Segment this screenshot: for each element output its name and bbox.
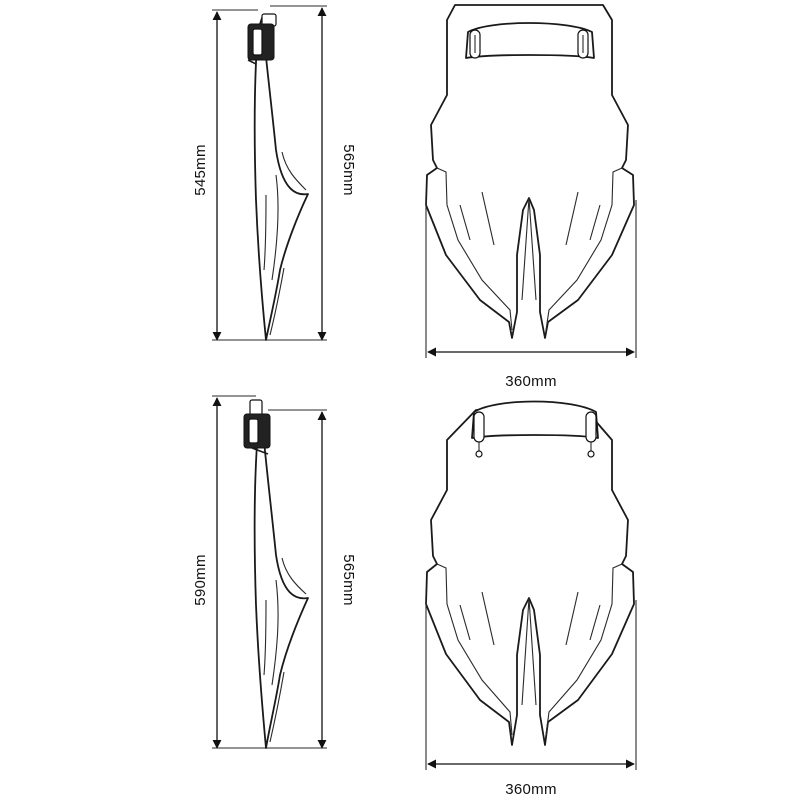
bottom-front-screen-outline	[425, 409, 635, 746]
bottom-front-deflector	[471, 400, 599, 439]
top-side-screen-profile	[253, 17, 309, 341]
bottom-front-inner-outline-left	[436, 563, 513, 736]
bottom-front-center-line-left	[521, 597, 530, 706]
bottom-front-vent-left-2	[459, 604, 471, 641]
top-front-inner-outline-left	[436, 167, 513, 331]
top-front-width-label: 360mm	[505, 373, 557, 390]
bottom-front-view: 360mm	[425, 400, 637, 798]
bottom-side-view: 590mm 565mm	[192, 395, 357, 749]
bottom-front-deflector-slot-left-icon	[473, 411, 485, 443]
bottom-front-vent-right-1	[565, 591, 579, 646]
bottom-left-dimension-label: 590mm	[192, 554, 209, 606]
bottom-front-vent-left-1	[481, 591, 495, 646]
bottom-right-dimension-label: 565mm	[340, 554, 357, 606]
bottom-side-inner-curve-2	[271, 579, 279, 686]
bottom-front-vent-right-2	[589, 604, 601, 641]
top-side-mount-bracket-icon	[247, 13, 277, 65]
top-front-deflector	[465, 22, 595, 59]
bottom-front-slot-left-knob-icon	[475, 450, 483, 458]
bottom-side-inner-curve-1	[281, 557, 307, 595]
top-right-dimension-label: 565mm	[340, 144, 357, 196]
top-side-inner-curve-3	[263, 194, 267, 271]
top-front-vent-left-1	[481, 191, 495, 246]
bottom-front-deflector-slot-right-icon	[585, 411, 597, 443]
top-front-screen-outline	[425, 4, 635, 339]
bottom-side-inner-curve-4	[269, 671, 285, 743]
top-left-dimension-label: 545mm	[192, 144, 209, 196]
bottom-front-inner-outline-right	[545, 563, 623, 736]
bottom-side-inner-curve-3	[263, 599, 267, 676]
top-front-center-line-left	[521, 197, 530, 301]
top-side-inner-curve-1	[281, 151, 307, 191]
top-side-inner-curve-4	[269, 267, 285, 336]
top-side-inner-curve-2	[271, 174, 279, 281]
top-front-vent-right-1	[565, 191, 579, 246]
bottom-front-slot-right-knob-icon	[587, 450, 595, 458]
top-front-vent-left-2	[459, 204, 471, 241]
top-front-inner-outline-right	[545, 167, 623, 331]
bottom-front-center-line-right	[528, 597, 537, 706]
top-side-view: 545mm 565mm	[192, 5, 357, 341]
bottom-side-mount-bracket-icon	[243, 399, 271, 455]
top-front-center-line-right	[528, 197, 537, 301]
bottom-side-screen-profile	[253, 419, 309, 749]
top-front-vent-right-2	[589, 204, 601, 241]
top-front-view: 360mm	[425, 4, 637, 390]
bottom-front-width-label: 360mm	[505, 781, 557, 798]
